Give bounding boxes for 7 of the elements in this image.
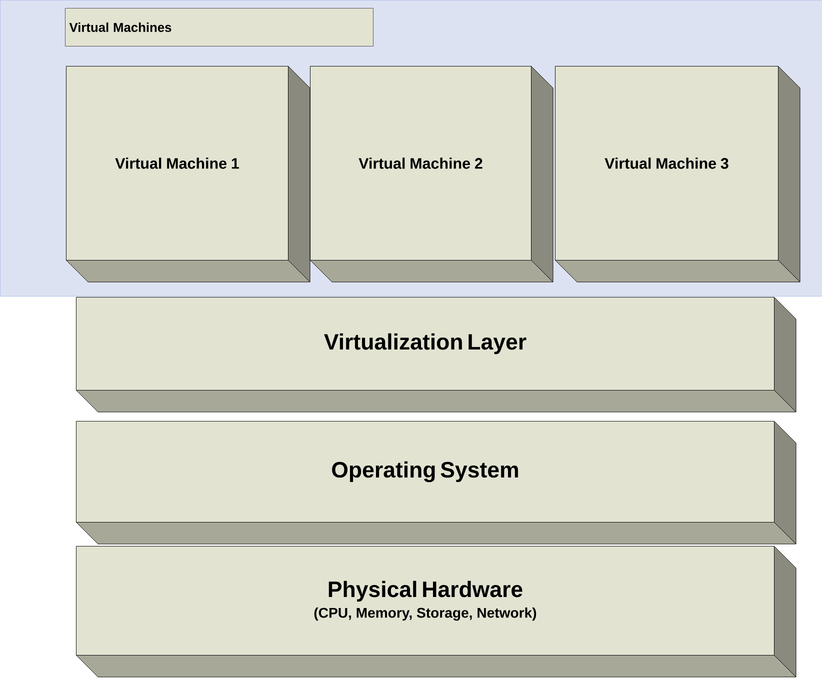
machine-box: Virtual Machine 3 [554, 66, 800, 282]
machine-box: Virtual Machine 2 [310, 66, 554, 282]
layer-box: Physical Hardware (CPU, Memory, Storage, Network) [76, 546, 796, 678]
heading-box: Virtual Machines [65, 8, 374, 46]
layer-box: Operating System [76, 420, 796, 544]
machine-box: Virtual Machine 1 [66, 66, 310, 282]
layer-box: Virtualization Layer [76, 296, 796, 412]
